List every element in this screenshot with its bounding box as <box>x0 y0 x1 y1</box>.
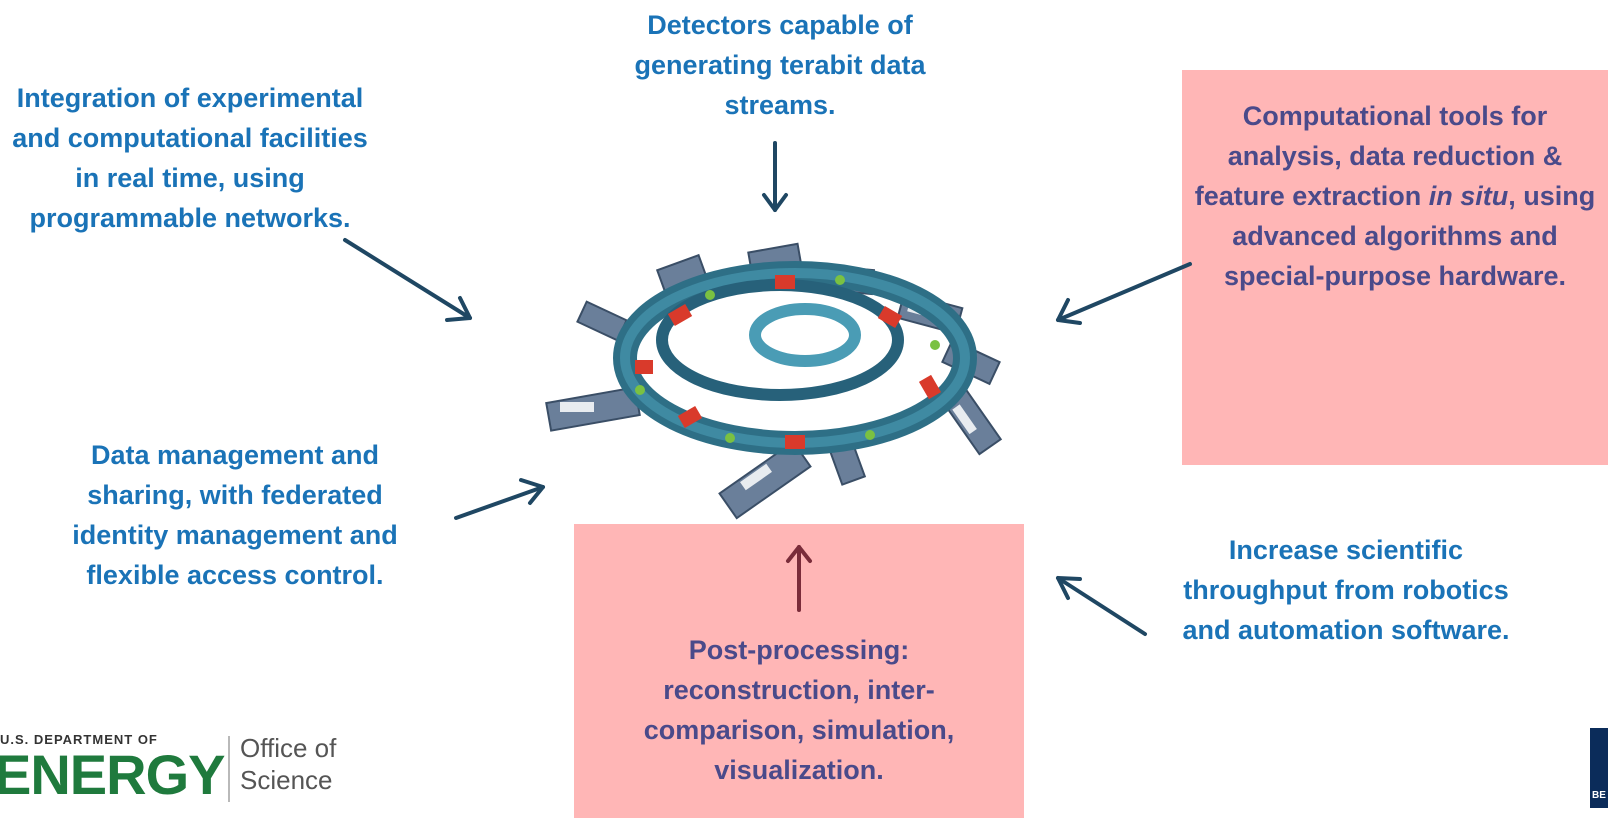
arrow-from-post-processing <box>786 545 812 612</box>
doe-office-of-science-logo: U.S. DEPARTMENT OF ENERGY Office of Scie… <box>0 728 360 808</box>
data-management-label: Data management and sharing, with federa… <box>72 440 398 590</box>
office-of-science-text: Office of Science <box>240 732 336 796</box>
detectors-label: Detectors capable of generating terabit … <box>634 10 926 120</box>
post-processing-label: Post-processing: reconstruction, inter-c… <box>643 635 955 785</box>
arrow-from-detectors <box>762 141 788 212</box>
computational-tools-box <box>1182 70 1608 465</box>
computational-tools-text: Computational tools for analysis, data r… <box>1194 101 1563 211</box>
computational-tools-text-end: , using advanced algorithms and special-… <box>1223 181 1596 291</box>
berkeley-lab-logo <box>1590 728 1608 808</box>
logo-divider <box>228 736 230 802</box>
doe-top-text: U.S. DEPARTMENT OF <box>0 732 158 747</box>
in-situ-text: in situ <box>1428 181 1509 211</box>
doe-energy-text: ENERGY <box>0 743 225 806</box>
office-line-2: Science <box>240 765 333 795</box>
office-line-1: Office of <box>240 733 337 763</box>
corner-logo-text: BE <box>1592 790 1606 801</box>
arrow-from-computational <box>1056 262 1192 325</box>
synchrotron-ring-illustration <box>545 242 1003 520</box>
arrow-from-data-management <box>454 478 545 520</box>
arrow-from-throughput <box>1056 576 1147 636</box>
computational-tools-label: Computational tools for analysis, data r… <box>1188 96 1602 296</box>
arrow-from-integration <box>343 238 472 322</box>
throughput-label: Increase scientific throughput from robo… <box>1182 535 1510 645</box>
integration-label: Integration of experimental and computat… <box>12 83 368 233</box>
